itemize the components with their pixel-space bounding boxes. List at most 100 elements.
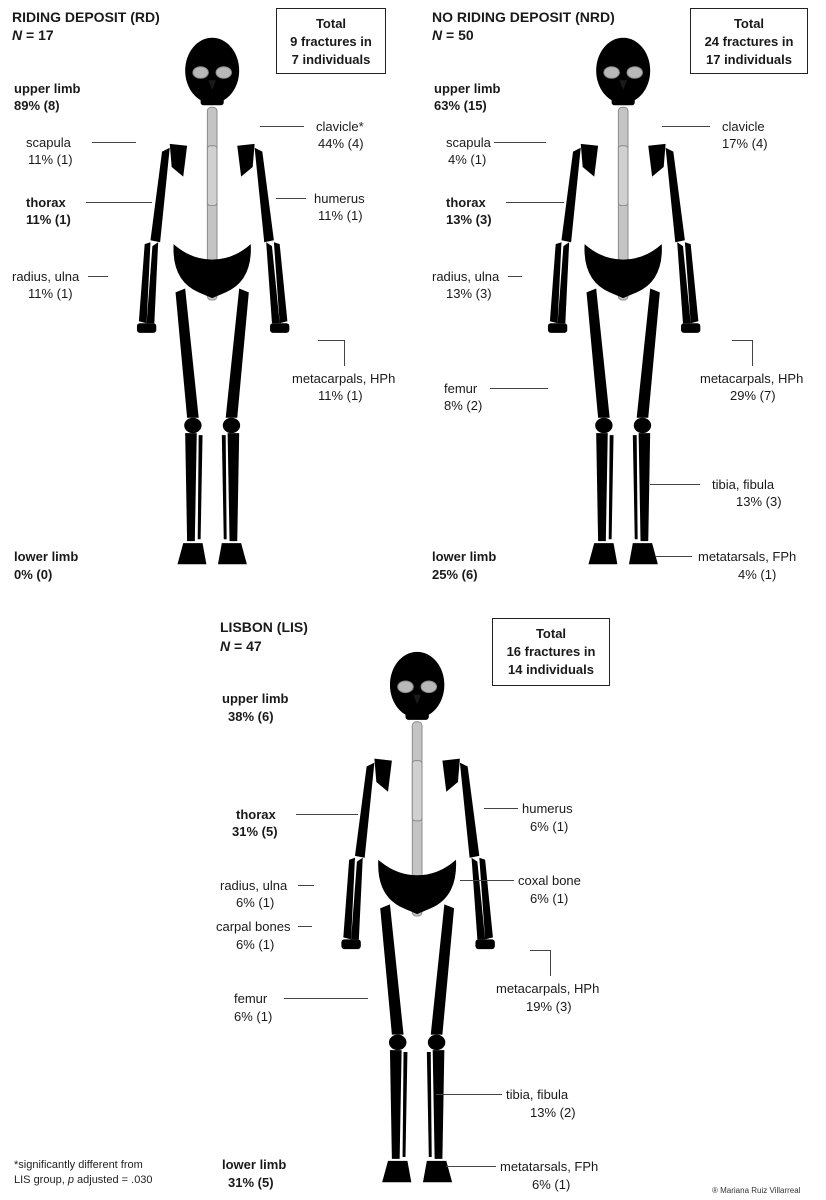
rd-thorax-value: 11% (1) (26, 211, 71, 228)
nrd-upper-limb-value: 63% (15) (434, 97, 487, 114)
rd-clavicle-label: clavicle* (316, 118, 364, 135)
nrd-tibia-leader (650, 484, 700, 485)
lis-coxal-value: 6% (1) (530, 890, 568, 907)
rd-scapula-label: scapula (26, 134, 71, 151)
lis-metatarsals-value: 6% (1) (532, 1176, 570, 1193)
nrd-femur-value: 8% (2) (444, 397, 482, 414)
lis-radius-value: 6% (1) (236, 894, 274, 911)
rd-scapula-leader (92, 142, 136, 143)
nrd-metacarpals-label: metacarpals, HPh (700, 370, 803, 387)
lis-radius-leader (298, 885, 314, 886)
lis-title: LISBON (LIS) (220, 618, 308, 636)
rd-upper-limb-label: upper limb (14, 80, 80, 97)
footnote-line-1: *significantly different from (14, 1158, 153, 1173)
rd-lower-limb-value: 0% (0) (14, 566, 52, 583)
footnote-line-2: LIS group, p adjusted = .030 (14, 1173, 153, 1188)
lis-metacarpals-leader-h (530, 950, 550, 951)
lis-humerus-value: 6% (1) (530, 818, 568, 835)
nrd-radius-value: 13% (3) (446, 285, 492, 302)
lis-femur-value: 6% (1) (234, 1008, 272, 1025)
lis-skeleton: .lis .p-skull{fill:#fff;stroke:#8a8a8a} … (302, 646, 542, 1190)
nrd-upper-limb-label: upper limb (434, 80, 500, 97)
lis-thorax-label: thorax (236, 806, 276, 823)
rd-humerus-value: 11% (1) (318, 207, 363, 224)
rd-thorax-label: thorax (26, 194, 66, 211)
rd-title: RIDING DEPOSIT (RD) (12, 8, 160, 26)
nrd-metatarsals-value: 4% (1) (738, 566, 776, 583)
nrd-lower-limb-label: lower limb (432, 548, 496, 565)
rd-clavicle-value: 44% (4) (318, 135, 364, 152)
lis-sample-size: N = 47 (220, 637, 262, 655)
lis-carpal-value: 6% (1) (236, 936, 274, 953)
rd-metacarpals-leader-h (318, 340, 344, 341)
nrd-radius-leader (508, 276, 522, 277)
nrd-clavicle-label: clavicle (722, 118, 765, 135)
nrd-metacarpals-value: 29% (7) (730, 387, 776, 404)
nrd-scapula-value: 4% (1) (448, 151, 486, 168)
rd-humerus-leader (276, 198, 306, 199)
rd-scapula-value: 11% (1) (28, 151, 73, 168)
credit-name: Mariana Ruiz Villarreal (720, 1186, 800, 1195)
lis-coxal-leader (460, 880, 514, 881)
nrd-clavicle-value: 17% (4) (722, 135, 768, 152)
rd-upper-limb-value: 89% (8) (14, 97, 60, 114)
nrd-metatarsals-label: metatarsals, FPh (698, 548, 796, 565)
rd-lower-limb-label: lower limb (14, 548, 78, 565)
lis-lower-limb-label: lower limb (222, 1156, 286, 1173)
lis-metatarsals-label: metatarsals, FPh (500, 1158, 598, 1175)
nrd-scapula-label: scapula (446, 134, 491, 151)
lis-coxal-label: coxal bone (518, 872, 581, 889)
rd-radius-leader (88, 276, 108, 277)
rd-metacarpals-leader-v (344, 340, 345, 366)
nrd-tibia-value: 13% (3) (736, 493, 782, 510)
lis-radius-label: radius, ulna (220, 877, 287, 894)
lis-carpal-label: carpal bones (216, 918, 290, 935)
rd-skeleton: .rd .p-skull,.rd .p-scap,.rd .p-carp,.rd… (97, 32, 337, 572)
nrd-metacarpals-leader-h (732, 340, 752, 341)
lis-upper-limb-label: upper limb (222, 690, 288, 707)
nrd-scapula-leader (494, 142, 546, 143)
nrd-radius-label: radius, ulna (432, 268, 499, 285)
lis-femur-leader (284, 998, 368, 999)
rd-sample-size: N = 17 (12, 26, 54, 44)
lis-tibia-leader (436, 1094, 502, 1095)
lis-thorax-leader (296, 814, 358, 815)
lis-metacarpals-label: metacarpals, HPh (496, 980, 599, 997)
nrd-thorax-label: thorax (446, 194, 486, 211)
rd-metacarpals-label: metacarpals, HPh (292, 370, 395, 387)
rd-radius-value: 11% (1) (28, 285, 73, 302)
lis-femur-label: femur (234, 990, 267, 1007)
credit: ® Mariana Ruiz Villarreal (712, 1186, 800, 1195)
lis-humerus-label: humerus (522, 800, 573, 817)
nrd-lower-limb-value: 25% (6) (432, 566, 478, 583)
rd-metacarpals-value: 11% (1) (318, 387, 363, 404)
nrd-total-line-1: Total (691, 15, 807, 33)
nrd-metacarpals-leader-v (752, 340, 753, 366)
lis-thorax-value: 31% (5) (232, 823, 278, 840)
rd-clavicle-leader (260, 126, 304, 127)
nrd-sample-size: N = 50 (432, 26, 474, 44)
nrd-thorax-value: 13% (3) (446, 211, 492, 228)
lis-metatarsals-leader (446, 1166, 496, 1167)
rd-humerus-label: humerus (314, 190, 365, 207)
lis-total-line-1: Total (493, 625, 609, 643)
nrd-clavicle-leader (662, 126, 710, 127)
lis-carpal-leader (298, 926, 312, 927)
lis-metacarpals-leader-v (550, 950, 551, 976)
nrd-metatarsals-leader (656, 556, 692, 557)
nrd-title: NO RIDING DEPOSIT (NRD) (432, 8, 615, 26)
rd-thorax-leader (86, 202, 152, 203)
lis-humerus-leader (484, 808, 518, 809)
nrd-femur-label: femur (444, 380, 477, 397)
nrd-thorax-leader (506, 202, 564, 203)
lis-tibia-label: tibia, fibula (506, 1086, 568, 1103)
lis-lower-limb-value: 31% (5) (228, 1174, 274, 1191)
nrd-tibia-label: tibia, fibula (712, 476, 774, 493)
rd-radius-label: radius, ulna (12, 268, 79, 285)
nrd-femur-leader (490, 388, 548, 389)
lis-upper-limb-value: 38% (6) (228, 708, 274, 725)
rd-total-line-1: Total (277, 15, 385, 33)
lis-metacarpals-value: 19% (3) (526, 998, 572, 1015)
footnote: *significantly different from LIS group,… (14, 1158, 153, 1188)
lis-tibia-value: 13% (2) (530, 1104, 576, 1121)
